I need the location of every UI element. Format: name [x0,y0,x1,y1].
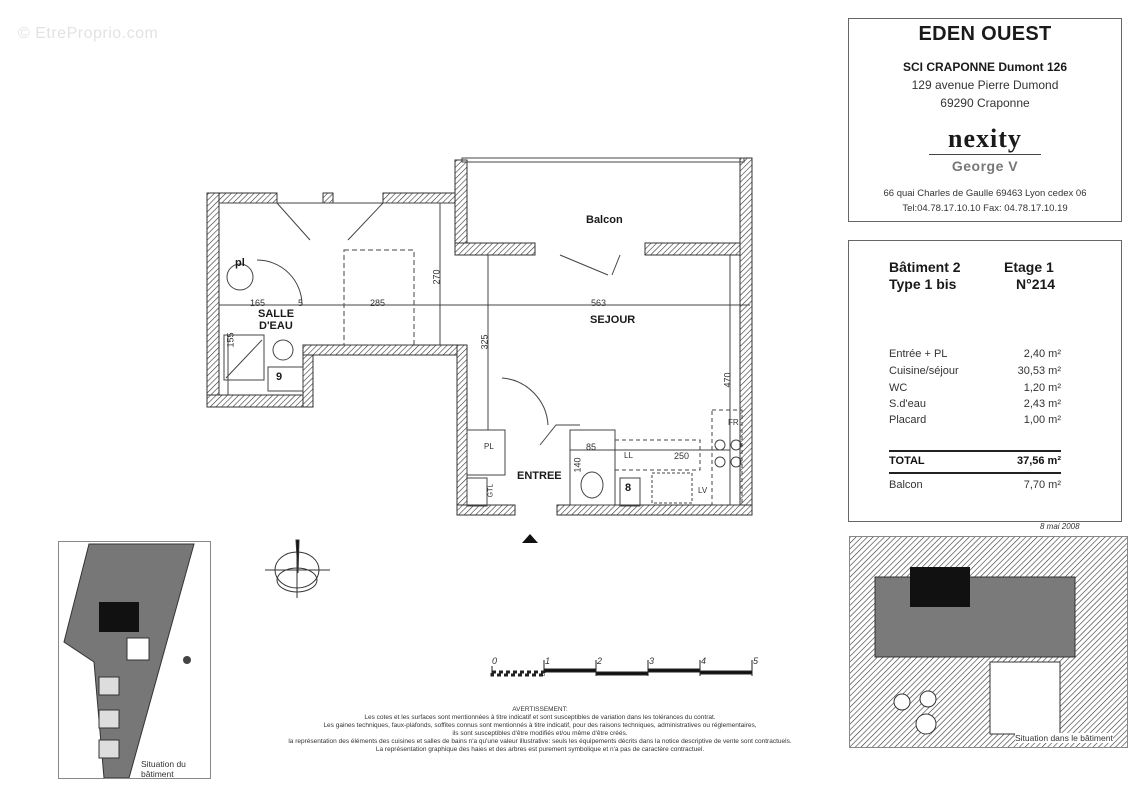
situation-plan: Situation dans le bâtiment [849,536,1128,748]
scale-tick: 0 [492,656,498,666]
building-label: Bâtiment 2 [889,259,961,275]
balcony-label: Balcon [889,479,923,491]
unit-info-block: Bâtiment 2 Etage 1 Type 1 bis N°214 Entr… [848,240,1122,522]
room-label-bathroom-1: SALLE [258,308,295,320]
dimension-250: 250 [674,451,690,461]
dimension-155: 155 [225,332,236,348]
walls [206,157,753,516]
floor-label: Etage 1 [1004,259,1054,275]
warning-line: Les gaines techniques, faux-plafonds, so… [323,722,757,729]
room-area: 2,43 m² [1023,398,1061,410]
dimension-165: 165 [250,298,266,308]
dimension-270: 270 [431,269,442,285]
room-area: 2,40 m² [1023,348,1061,360]
room-name: Entrée + PL [889,348,948,360]
brand-subtitle: George V [951,158,1019,174]
area-row: Cuisine/séjour 30,53 m² [889,365,1061,377]
situation-plan-caption: Situation dans le bâtiment [1015,733,1113,743]
balcony-area: 7,70 m² [1023,479,1061,491]
gtl-label: GTL [487,483,495,498]
site-plan-drawing [63,543,195,779]
fridge-label: FR [728,418,739,427]
office-contact: Tel:04.78.17.10.10 Fax: 04.78.17.10.19 [902,203,1068,214]
dimension-140: 140 [572,457,583,473]
closet-label: PL [484,442,494,451]
room-label-sejour: SEJOUR [590,314,636,326]
balcony-row: Balcon 7,70 m² [889,479,1061,491]
room-name: WC [889,382,908,394]
plan-date: 8 mai 2008 [1040,522,1080,531]
watermark: © EtreProprio.com [18,25,159,42]
dimension-5: 5 [298,298,304,308]
warning-line: Les cotes et les surfaces sont mentionné… [364,714,716,721]
duct-label-8: 8 [625,482,632,494]
unit-number: N°214 [1016,276,1056,292]
warning-notice: AVERTISSEMENT: Les cotes et les surfaces… [270,706,810,754]
brand-underline [929,154,1041,155]
room-area: 1,00 m² [1023,414,1061,426]
situation-plan-drawing [850,537,1127,747]
area-row: WC 1,20 m² [889,382,1061,394]
duct-label-9: 9 [276,371,283,383]
warning-line: la représentation des éléments des cuisi… [288,738,792,745]
site-plan: Situation du bâtiment [58,541,211,779]
room-label-bathroom-2: D'EAU [259,320,293,332]
dimension-563: 563 [591,298,607,308]
scale-tick: 2 [597,656,603,666]
area-row: Placard 1,00 m² [889,414,1061,426]
divider [889,450,1061,452]
warning-line: ils sont susceptibles d'être modifiés et… [452,730,628,737]
scale-tick: 5 [753,656,759,666]
type-label: Type 1 bis [889,276,957,292]
dimension-85: 85 [586,442,597,452]
area-row: Entrée + PL 2,40 m² [889,348,1061,360]
warning-line: La représentation graphique des haies et… [375,746,705,753]
dishwasher-label: LV [698,486,708,495]
dimension-325: 325 [479,334,490,350]
room-name: Cuisine/séjour [889,365,959,377]
site-plan-caption: Situation du bâtiment [141,759,186,779]
room-area: 1,20 m² [1023,382,1061,394]
title-block: EDEN OUEST SCI CRAPONNE Dumont 126 129 a… [848,18,1122,222]
scale-tick: 1 [545,656,551,666]
area-row: S.d'eau 2,43 m² [889,398,1061,410]
dimension-470: 470 [722,372,733,388]
room-area: 30,53 m² [1017,365,1061,377]
address-line1: 129 avenue Pierre Dumond [911,78,1059,92]
plan-lines [219,157,750,507]
total-label: TOTAL [889,455,925,467]
dimension-285: 285 [370,298,386,308]
compass-icon [265,539,330,598]
compass-icon [183,656,191,664]
entrance-arrow-icon [522,534,538,543]
total-row: TOTAL 37,56 m² [889,455,1061,467]
scale-tick: 4 [701,656,707,666]
project-name: EDEN OUEST [918,23,1052,45]
divider [889,472,1061,474]
scale-bar [490,660,753,677]
company-name: SCI CRAPONNE Dumont 126 [902,60,1068,74]
warning-title: AVERTISSEMENT: [512,706,568,713]
room-label-entree: ENTREE [517,470,562,482]
office-address: 66 quai Charles de Gaulle 69463 Lyon ced… [883,188,1087,199]
room-name: S.d'eau [889,398,926,410]
room-name: Placard [889,414,927,426]
total-area: 37,56 m² [1016,455,1061,467]
room-label-pl: pl [235,257,245,269]
brand-logo: nexity [948,124,1022,153]
room-label-balcony: Balcon [586,214,623,226]
scale-tick: 3 [649,656,655,666]
address-line2: 69290 Craponne [940,96,1030,110]
laundry-label: LL [624,451,633,460]
